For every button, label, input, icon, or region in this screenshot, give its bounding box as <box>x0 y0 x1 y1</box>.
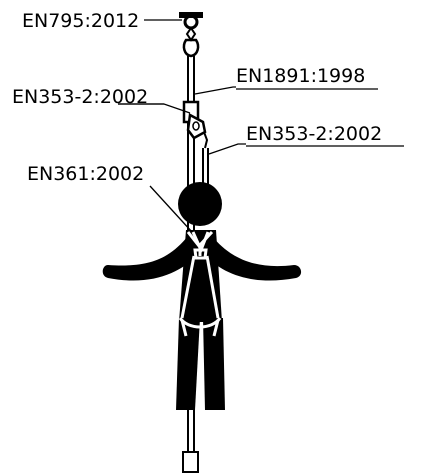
anchor-device <box>179 12 203 58</box>
person-left-leg <box>176 318 200 410</box>
person-figure <box>102 182 302 410</box>
leader-rope <box>194 86 236 95</box>
person-right-arm <box>204 236 302 281</box>
person-head <box>178 182 222 226</box>
label-rope: EN1891:1998 <box>236 65 365 87</box>
person-left-arm <box>102 236 198 281</box>
label-slider: EN353-2:2002 <box>12 86 148 108</box>
fall-arrester-slider <box>182 100 207 140</box>
label-harness: EN361:2002 <box>27 163 144 185</box>
label-guided-type: EN353-2:2002 <box>246 123 382 145</box>
full-body-harness <box>178 230 222 337</box>
rope-weight <box>182 451 199 473</box>
label-underlines <box>118 88 404 147</box>
leader-harness <box>149 185 193 233</box>
label-anchor: EN795:2012 <box>22 10 139 32</box>
person-right-leg <box>203 318 225 410</box>
leader-guided-type <box>208 143 246 155</box>
